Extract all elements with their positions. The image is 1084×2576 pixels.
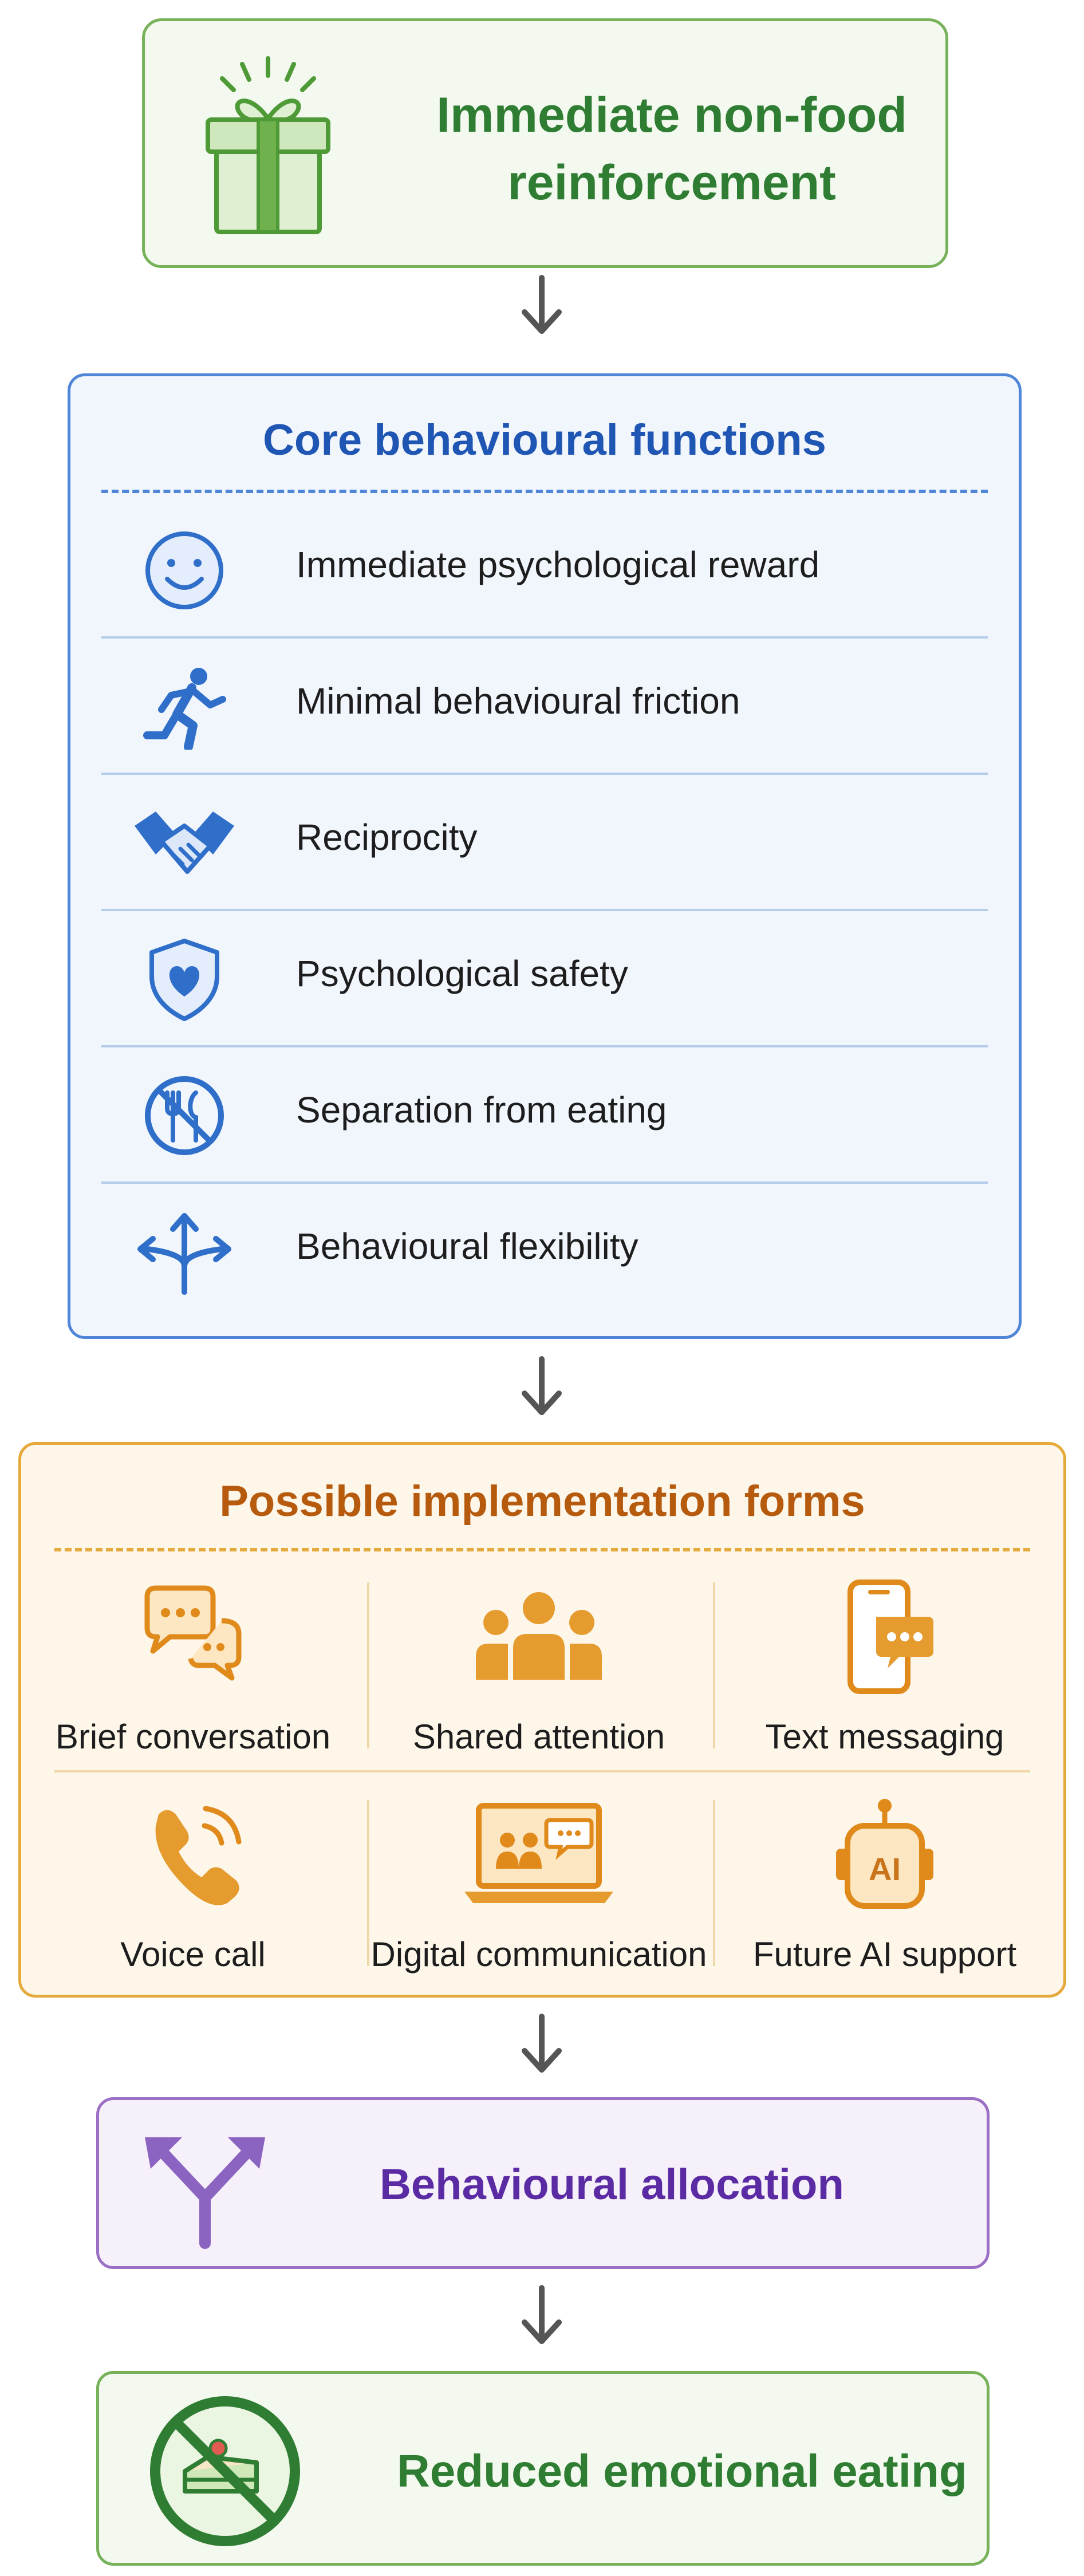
phone-call-icon [155,1806,242,1905]
no-eating-icon [145,1076,224,1155]
dashed-divider [54,1548,1030,1551]
implementation-form-label: Voice call [120,1935,266,1974]
down-arrow-icon [522,275,562,334]
row-divider [101,773,988,775]
row-divider [101,1181,988,1184]
smiley-icon [145,531,223,609]
core-function-item: Psychological safety [101,911,988,1047]
down-arrow-icon [522,2285,562,2344]
column-divider [713,1800,715,1966]
chat-bubbles-icon [144,1585,242,1681]
row-divider [101,1045,988,1047]
implementation-form-item: Digital communication [367,1786,711,1998]
column-divider [367,1800,369,1966]
implementation-form-item: AI Future AI support [713,1786,1057,1998]
row-divider [101,909,988,911]
core-function-item: Minimal behavioural friction [101,639,988,775]
running-person-icon [143,668,226,750]
core-function-label: Psychological safety [296,953,628,994]
phone-message-icon [848,1580,933,1694]
implementation-form-label: Digital communication [370,1935,707,1974]
column-divider [367,1582,369,1748]
implementation-forms-box: Possible implementation forms Brief conv… [18,1442,1066,1998]
laptop-video-icon [464,1803,613,1903]
core-function-item: Reciprocity [101,775,988,911]
svg-text:AI: AI [869,1851,901,1887]
allocation-box: Behavioural allocation [96,2097,990,2269]
outcome-box: Reduced emotional eating [96,2371,990,2566]
handshake-icon [135,812,234,874]
implementation-form-label: Shared attention [412,1718,665,1756]
outcome-title: Reduced emotional eating [397,2445,967,2496]
core-function-item: Behavioural flexibility [101,1184,988,1320]
reinforcement-box: Immediate non-food reinforcement [142,18,948,268]
core-function-label: Behavioural flexibility [296,1226,638,1267]
core-function-item: Separation from eating [101,1047,988,1184]
branching-arrows-icon [137,1213,231,1295]
implementation-form-label: Text messaging [765,1718,1004,1756]
core-function-item: Immediate psychological reward [101,502,988,639]
core-function-label: Minimal behavioural friction [296,680,740,722]
no-cake-icon [150,2396,300,2546]
row-divider [54,1770,1030,1773]
down-arrow-icon [522,1356,562,1415]
allocation-title: Behavioural allocation [380,2160,844,2209]
core-function-label: Separation from eating [296,1089,667,1131]
ai-robot-icon: AI [836,1799,933,1909]
implementation-form-item: Brief conversation [21,1568,365,1780]
core-function-label: Reciprocity [296,817,478,858]
dashed-divider [101,490,988,493]
gift-icon [206,56,330,234]
column-divider [713,1582,715,1748]
core-functions-title: Core behavioural functions [263,416,826,464]
down-arrow-icon [522,2014,562,2073]
core-functions-box: Core behavioural functions Immediate psy… [68,373,1022,1339]
implementation-forms-title: Possible implementation forms [219,1477,865,1526]
row-divider [101,636,988,639]
core-function-label: Immediate psychological reward [296,544,820,585]
implementation-form-item: Text messaging [713,1568,1057,1780]
implementation-form-label: Future AI support [752,1935,1017,1974]
shield-heart-icon [149,939,219,1021]
split-arrows-icon [145,2137,265,2249]
implementation-form-item: Shared attention [367,1568,711,1780]
implementation-form-label: Brief conversation [55,1718,331,1756]
implementation-form-item: Voice call [21,1786,365,1998]
group-icon [476,1592,602,1680]
reinforcement-title: Immediate non-food reinforcement [436,88,907,210]
